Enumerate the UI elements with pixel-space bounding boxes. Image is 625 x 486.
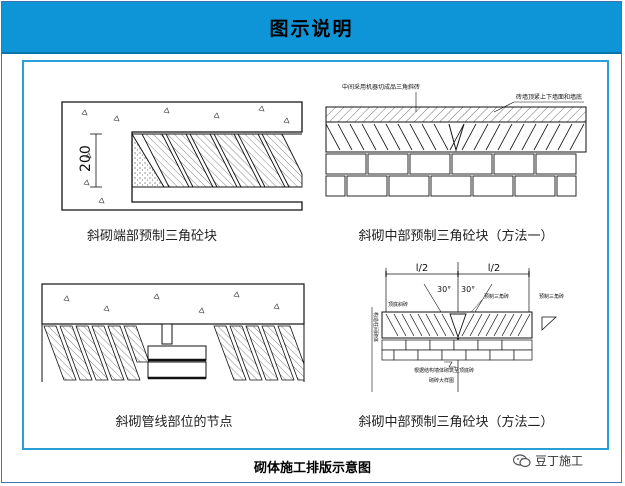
diagram-svg: 200 斜砌端部预制三角砼块 中间采用机器切成品三角斜砖 砖墙顶紧上下墙面和墙底 <box>41 83 587 430</box>
method2-label-bottom: 根据结构墙体砌筑至顶底砖 <box>414 367 474 374</box>
method2-half-right: l/2 <box>488 263 501 274</box>
diagram-mid-method1: 中间采用机器切成品三角斜砖 砖墙顶紧上下墙面和墙底 <box>325 83 587 244</box>
diagram-end-block: 200 斜砌端部预制三角砼块 <box>61 101 303 244</box>
wechat-icon <box>513 453 531 468</box>
method2-label-top-left: 顶底斜砖 <box>388 301 408 308</box>
footer-title: 砌体施工排版示意图 <box>253 461 371 476</box>
header-title: 图示说明 <box>269 17 354 40</box>
method2-label-bottom2: 砌砖大样图 <box>429 377 454 384</box>
watermark: 豆丁施工 <box>513 452 583 469</box>
header-bar: 图示说明 <box>2 2 621 54</box>
diagram-pipe-node: 斜砌管线部位的节点 <box>41 283 305 430</box>
method1-note-right: 砖墙顶紧上下墙面和墙底 <box>516 93 582 101</box>
method2-half-left: l/2 <box>416 263 429 274</box>
method2-angle-left: 30° <box>437 285 451 294</box>
diagram-mid-method2: l/2 l/2 30° 30° 顶底斜砖 预制三角砖 预制三角砖 构造柱间砌体 <box>358 262 564 430</box>
method2-caption: 斜砌中部预制三角砼块（方法二） <box>358 414 553 430</box>
end-block-caption: 斜砌端部预制三角砼块 <box>87 229 217 244</box>
method1-caption: 斜砌中部预制三角砼块（方法一） <box>358 228 553 244</box>
method2-label-vertical: 构造柱间砌体 <box>372 312 379 342</box>
diagram-panel: 200 斜砌端部预制三角砼块 中间采用机器切成品三角斜砖 砖墙顶紧上下墙面和墙底 <box>22 60 609 450</box>
method2-label-prefab: 预制三角砖 <box>484 293 509 300</box>
method1-note-left: 中间采用机器切成品三角斜砖 <box>342 83 420 91</box>
method2-angle-right: 30° <box>461 285 475 294</box>
watermark-text: 豆丁施工 <box>535 454 584 468</box>
method2-label-prefab-right: 预制三角砖 <box>539 293 564 300</box>
pipe-node-caption: 斜砌管线部位的节点 <box>115 414 232 430</box>
end-block-dimension: 200 <box>78 145 94 172</box>
